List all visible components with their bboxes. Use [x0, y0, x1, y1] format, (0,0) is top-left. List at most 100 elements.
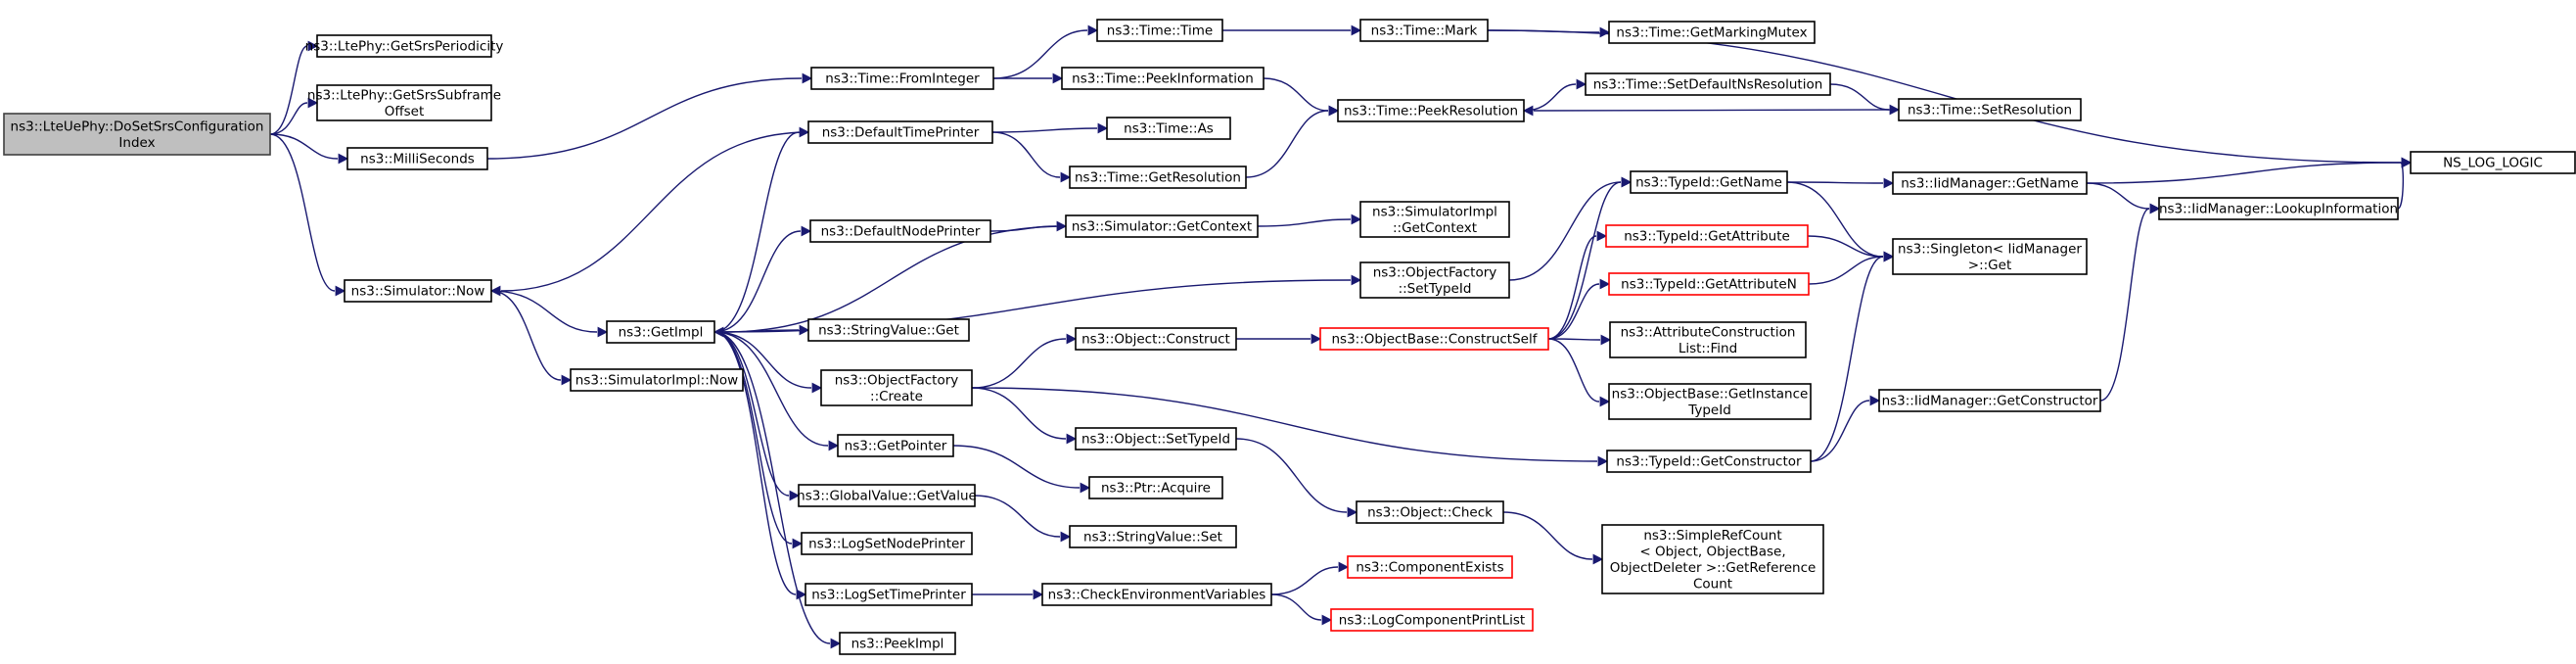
node-simple-ref-count[interactable]: ns3::SimpleRefCount< Object, ObjectBase,… [1601, 524, 1824, 594]
node-ns-log-logic[interactable]: NS_LOG_LOGIC [2410, 151, 2576, 174]
arrowhead [1311, 333, 1322, 345]
node-box [316, 34, 492, 58]
node-log-component-print-list[interactable]: ns3::LogComponentPrintList [1330, 608, 1534, 632]
arrowhead [799, 126, 810, 138]
edge-root-to-simulator-now [269, 133, 336, 292]
node-singleton-get[interactable]: ns3::Singleton< IidManager >::Get [1892, 238, 2088, 275]
edge-type-id-get-name-to-singleton-get [1786, 181, 1884, 258]
arrowhead [802, 72, 813, 84]
node-sim-impl-now[interactable]: ns3::SimulatorImpl::Now [570, 368, 744, 392]
node-object-set-type-id[interactable]: ns3::Object::SetTypeId [1075, 427, 1237, 451]
arrowhead [335, 285, 346, 297]
node-component-exists[interactable]: ns3::ComponentExists [1347, 555, 1513, 579]
node-peek-impl[interactable]: ns3::PeekImpl [839, 632, 956, 655]
node-time-mark[interactable]: ns3::Time::Mark [1359, 19, 1489, 42]
node-type-id-get-name[interactable]: ns3::TypeId::GetName [1630, 170, 1788, 194]
node-label: ns3::AttributeConstruction [1621, 324, 1796, 340]
node-label: ns3::Time::PeekInformation [1072, 71, 1254, 87]
node-simulator-now[interactable]: ns3::Simulator::Now [344, 279, 492, 303]
node-default-node-printer[interactable]: ns3::DefaultNodePrinter [809, 219, 991, 243]
node-root[interactable]: ns3::LteUePhy::DoSetSrsConfigurationInde… [3, 113, 271, 156]
arrowhead [561, 374, 573, 386]
node-label: ns3::ObjectBase::GetInstance [1612, 386, 1809, 402]
edge-type-id-get-constructor-to-iid-get-constructor [1810, 400, 1870, 462]
edge-default-time-printer-to-time-as [991, 127, 1098, 133]
node-type-id-get-attribute-n[interactable]: ns3::TypeId::GetAttributeN [1608, 272, 1810, 296]
node-label: ns3::CheckEnvironmentVariables [1048, 588, 1266, 603]
node-get-marking-mutex[interactable]: ns3::Time::GetMarkingMutex [1608, 21, 1816, 44]
node-simulator-get-context[interactable]: ns3::Simulator::GetContext [1065, 214, 1259, 238]
node-label: Index [118, 135, 155, 151]
node-check-env-vars[interactable]: ns3::CheckEnvironmentVariables [1041, 583, 1272, 606]
node-lookup-information[interactable]: ns3::IidManager::LookupInformation [2158, 197, 2399, 220]
node-label: ns3::SimulatorImpl [1372, 204, 1497, 219]
node-time-time[interactable]: ns3::Time::Time [1096, 19, 1223, 42]
edge-get-impl-to-obj-factory-create [713, 331, 812, 389]
node-global-value-get-value[interactable]: ns3::GlobalValue::GetValue [797, 484, 977, 507]
node-time-as[interactable]: ns3::Time::As [1106, 117, 1231, 140]
node-object-check[interactable]: ns3::Object::Check [1356, 500, 1504, 524]
node-set-default-ns-resolution[interactable]: ns3::Time::SetDefaultNsResolution [1585, 72, 1831, 96]
node-box [1892, 238, 2088, 275]
node-label: List::Find [1679, 341, 1737, 356]
node-obj-factory-set-type-id[interactable]: ns3::ObjectFactory::SetTypeId [1359, 261, 1510, 299]
edge-check-env-vars-to-log-component-print-list [1270, 593, 1322, 621]
node-label: ns3::Time::Mark [1371, 24, 1478, 39]
node-label: ns3::ObjectFactory [1373, 264, 1497, 280]
node-label: ns3::GlobalValue::GetValue [797, 489, 977, 504]
node-obj-factory-create[interactable]: ns3::ObjectFactory::Create [820, 369, 973, 406]
node-peek-resolution[interactable]: ns3::Time::PeekResolution [1337, 99, 1525, 122]
node-label: ns3::LogSetTimePrinter [811, 588, 966, 603]
node-label: ns3::GetImpl [619, 325, 704, 341]
node-set-resolution[interactable]: ns3::Time::SetResolution [1898, 98, 2082, 121]
node-get-impl[interactable]: ns3::GetImpl [606, 320, 715, 344]
arrowhead [1621, 176, 1633, 188]
node-default-time-printer[interactable]: ns3::DefaultTimePrinter [807, 120, 993, 144]
node-log-set-time-printer[interactable]: ns3::LogSetTimePrinter [805, 583, 973, 606]
node-label: ns3::Time::SetResolution [1908, 103, 2072, 119]
node-ptr-acquire[interactable]: ns3::Ptr::Acquire [1088, 476, 1223, 499]
node-milli-seconds[interactable]: ns3::MilliSeconds [346, 147, 488, 170]
node-construct-self[interactable]: ns3::ObjectBase::ConstructSelf [1319, 327, 1549, 351]
node-sim-impl-get-context[interactable]: ns3::SimulatorImpl::GetContext [1359, 201, 1510, 238]
node-box [1605, 224, 1809, 248]
node-box [1608, 21, 1816, 44]
node-log-set-node-printer[interactable]: ns3::LogSetNodePrinter [801, 532, 973, 555]
node-srs-periodicity[interactable]: ns3::LtePhy::GetSrsPeriodicity [305, 34, 504, 58]
node-object-construct[interactable]: ns3::Object::Construct [1075, 327, 1237, 351]
arrowhead [1351, 274, 1362, 286]
node-label: ns3::Time::PeekResolution [1344, 104, 1518, 119]
node-box [805, 583, 973, 606]
node-box [807, 120, 993, 144]
node-string-value-get[interactable]: ns3::StringValue::Get [807, 318, 970, 342]
arrowhead [597, 326, 609, 338]
node-box [1359, 261, 1510, 299]
edge-construct-self-to-get-instance-type-id [1547, 338, 1600, 403]
edge-obj-factory-create-to-type-id-get-constructor [971, 387, 1598, 462]
node-label: ns3::Object::Check [1367, 505, 1493, 521]
node-label: ns3::Object::SetTypeId [1081, 432, 1230, 448]
node-box [1630, 170, 1788, 194]
arrowhead [1097, 122, 1109, 134]
arrowhead [801, 225, 812, 237]
node-peek-information[interactable]: ns3::Time::PeekInformation [1061, 67, 1265, 90]
arrowhead [792, 538, 804, 549]
node-iid-get-constructor[interactable]: ns3::IidManager::GetConstructor [1878, 389, 2101, 412]
node-iid-get-name[interactable]: ns3::IidManager::GetName [1892, 171, 2088, 195]
arrowhead [1066, 333, 1078, 345]
node-label: ns3::Singleton< IidManager [1898, 241, 2082, 257]
edge-milli-seconds-to-time-from-integer [486, 77, 803, 160]
node-box [1106, 117, 1231, 140]
edge-simulator-get-context-to-get-impl [723, 225, 1067, 333]
node-time-get-resolution[interactable]: ns3::Time::GetResolution [1069, 166, 1247, 189]
edge-get-impl-to-global-value-get-value [713, 331, 790, 497]
node-type-id-get-attribute[interactable]: ns3::TypeId::GetAttribute [1605, 224, 1809, 248]
arrowhead [1599, 26, 1611, 38]
node-type-id-get-constructor[interactable]: ns3::TypeId::GetConstructor [1606, 450, 1812, 473]
node-get-pointer[interactable]: ns3::GetPointer [837, 434, 954, 457]
node-time-from-integer[interactable]: ns3::Time::FromInteger [810, 67, 994, 90]
node-string-value-set[interactable]: ns3::StringValue::Set [1069, 525, 1237, 548]
